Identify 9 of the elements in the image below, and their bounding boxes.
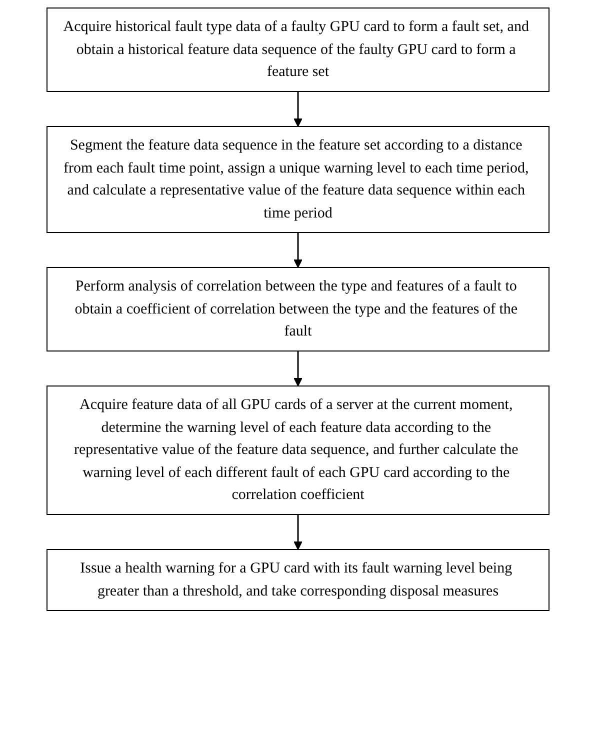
node-box: Perform analysis of correlation between the type and features of a fault to obtain a coefficient of correlation between the type and the features of the fault [46,267,549,352]
arrow [293,232,302,268]
arrow [293,514,302,550]
node-box: Issue a health warning for a GPU card with its fault warning level being greater than a threshold, and take corresponding disposal measures [46,549,549,611]
arrow [293,92,302,127]
node-box: Acquire feature data of all GPU cards of a server at the current moment, determine the warning level of each feature data according to the representative value of the feature data sequence, and further calculate the warning level of each different fault of each GPU card according to the correlation coefficient [46,386,549,515]
node-box: Segment the feature data sequence in the feature set according to a distance from each fault time point, assign a unique warning level to each time period, and calculate a representative value of the feature data sequence within each time period [46,126,549,233]
node-box: Acquire historical fault type data of a faulty GPU card to form a fault set, and obtain a historical feature data sequence of the faulty GPU card to form a feature set [46,8,549,92]
arrow [293,351,302,386]
